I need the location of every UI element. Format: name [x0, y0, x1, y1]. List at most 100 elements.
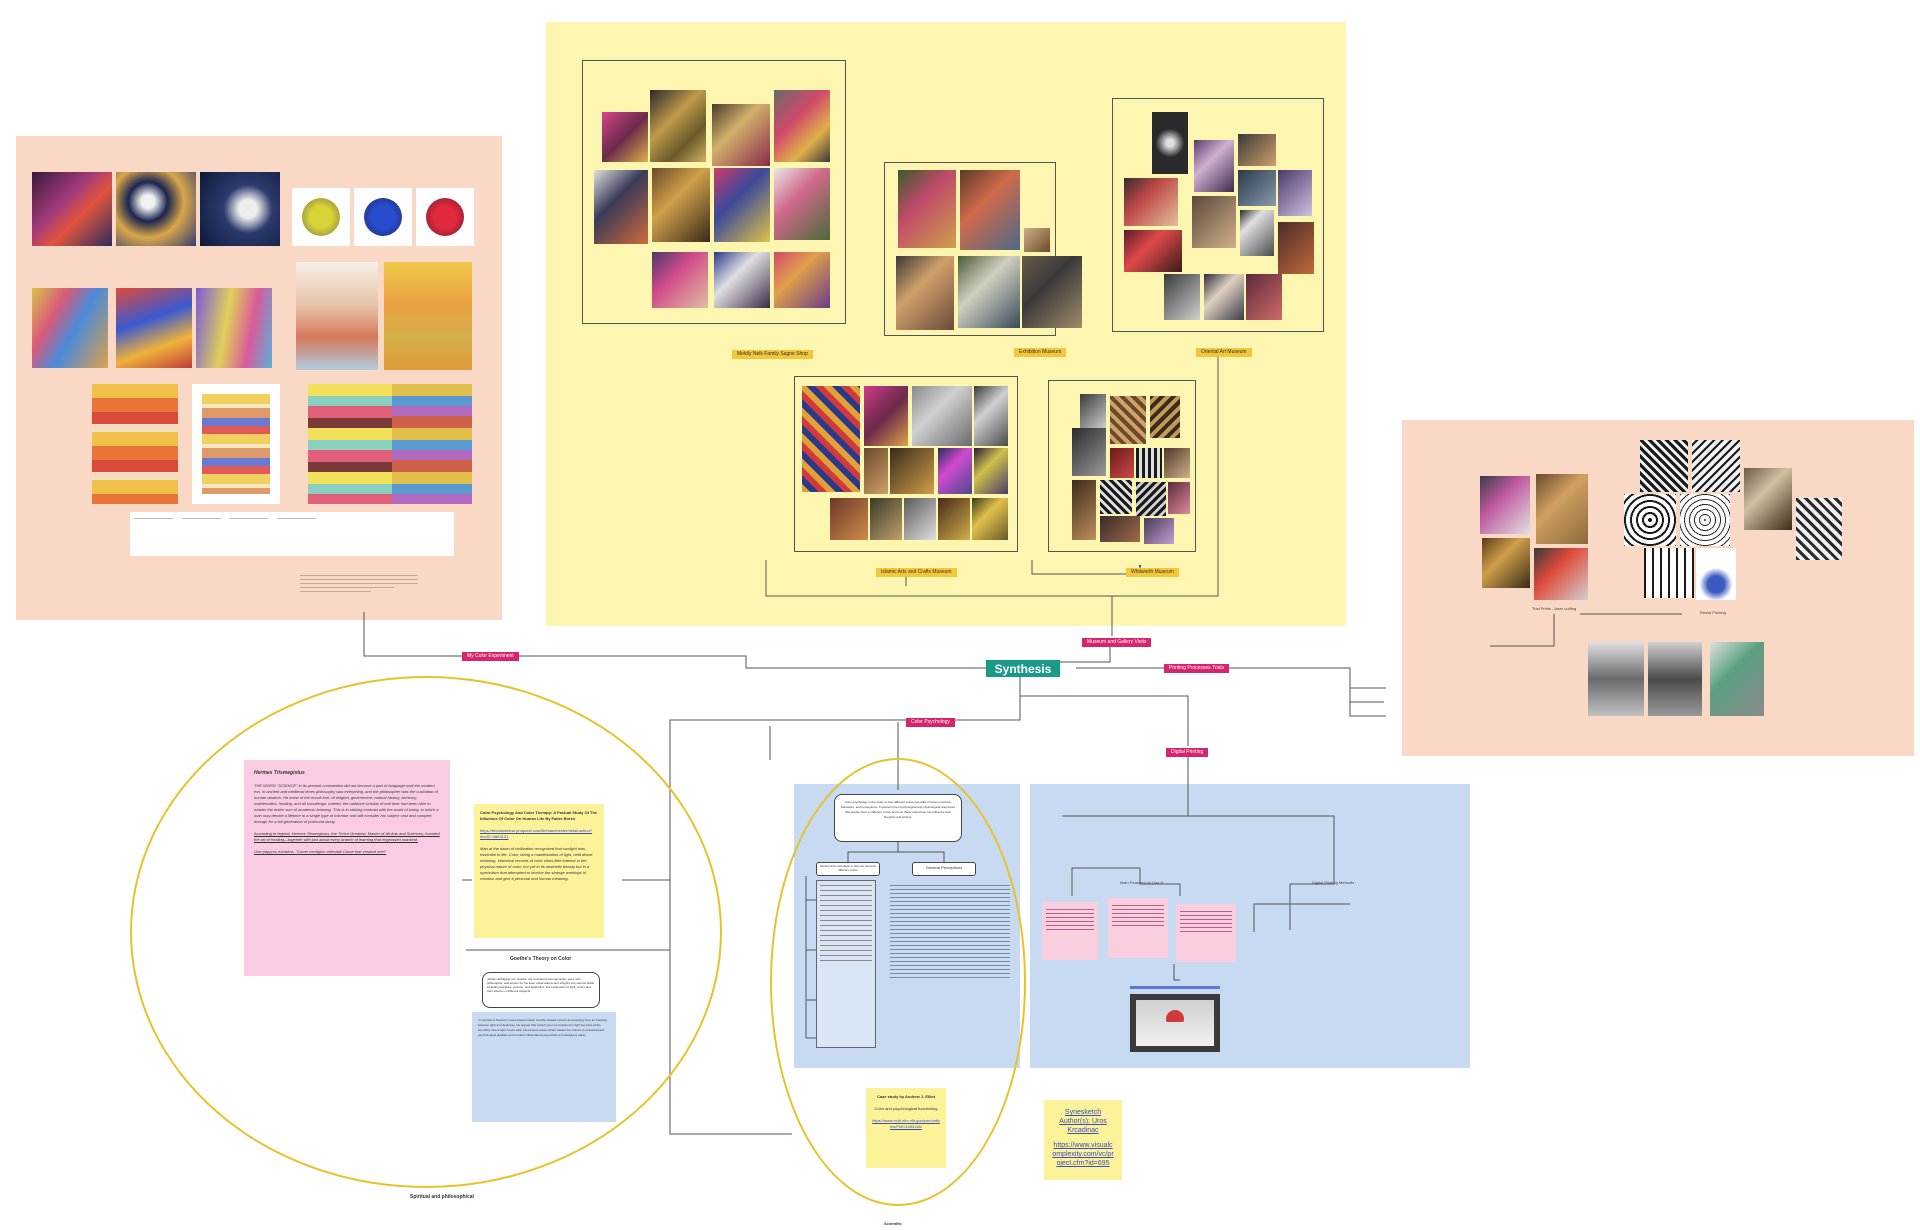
psych-general-text: General Perceptions	[925, 865, 963, 870]
tag-whitworth: Whitworth Museum	[1126, 568, 1179, 577]
museum-photo	[774, 168, 830, 240]
museum-photo	[594, 170, 648, 244]
print-trial-photo	[1648, 642, 1702, 716]
experiment-notes	[300, 572, 418, 608]
psych-general-list	[890, 882, 1010, 1032]
print-trial-photo	[1640, 440, 1688, 492]
tag-color-psychology[interactable]: Color Psychology	[906, 718, 955, 727]
museum-photo	[1192, 196, 1236, 248]
print-trial-photo	[1624, 494, 1676, 546]
synesketch-note: Synesketch Author(s): Uros Krcadinac htt…	[1044, 1100, 1122, 1180]
mushroom-icon	[1166, 1010, 1184, 1022]
tag-printing-processes[interactable]: Printing Processes Trials	[1164, 664, 1230, 673]
experiment-image	[32, 172, 112, 246]
museum-photo	[938, 498, 970, 540]
synesketch-text: Synesketch Author(s): Uros Krcadinac	[1059, 1109, 1107, 1134]
museum-photo	[870, 498, 902, 540]
museum-frame-exhibition	[884, 162, 1056, 336]
museum-photo	[904, 498, 936, 540]
museum-photo	[864, 386, 908, 446]
scientific-label: Scientific	[884, 1221, 902, 1226]
print-trial-photo	[1710, 642, 1764, 716]
museum-photo	[912, 386, 972, 446]
museum-photo	[1278, 170, 1312, 216]
museum-photo	[712, 104, 770, 166]
digital-note-1	[1042, 902, 1098, 960]
case-study-link[interactable]: https://www.ncbi.nlm.nih.gov/pmc/article…	[872, 1118, 940, 1129]
museum-photo	[1152, 112, 1188, 174]
spiritual-label: Spiritual and philosophical	[410, 1194, 474, 1200]
tag-islamic-museum: Islamic Arts and Crafts Museum	[876, 568, 957, 577]
print-trial-photo	[1536, 474, 1588, 544]
faber-note: Color Psychology And Color Therapy: A Fa…	[474, 804, 604, 938]
museum-photo	[896, 256, 954, 330]
museum-photo	[1164, 448, 1190, 478]
tag-exhibition-museum: Exhibition Museum	[1014, 348, 1067, 357]
museum-photo	[1240, 210, 1274, 256]
museum-photo	[1022, 256, 1082, 328]
museum-photo	[890, 448, 934, 494]
goethe-detail: In contrast to Newton's wave-based model…	[478, 1018, 608, 1037]
print-trial-photo	[1696, 548, 1736, 600]
museum-photo	[602, 112, 648, 162]
faber-body: Man at the dawn of civilization recogniz…	[480, 846, 593, 881]
goethe-summary-box: Johann Wolfgang von Goethe, the renowned…	[482, 972, 600, 1008]
museum-photo	[1150, 396, 1180, 438]
tag-digital-printing[interactable]: Digital Printing	[1166, 748, 1209, 757]
museum-photo	[898, 170, 956, 248]
museum-photo	[714, 168, 770, 242]
psych-root-text: Color psychology is the study of how dif…	[841, 800, 955, 819]
experiment-image	[416, 188, 474, 246]
goethe-heading: Goethe's Theory on Color	[510, 956, 572, 962]
digital-note-3	[1176, 904, 1236, 962]
hermes-body: THE WORD "SCIENCE" in its present connot…	[254, 783, 439, 824]
museum-photo	[830, 498, 868, 540]
tag-mold-shop: Moldly Nelk Family Sagne Shop	[732, 350, 813, 359]
synesketch-link[interactable]: https://www.visualcomplexity.com/vc/proj…	[1052, 1142, 1114, 1167]
hermes-legend: According to legend, Hermes Trismegistus…	[254, 831, 440, 842]
tag-museum-gallery[interactable]: Museum and Gallery Visits	[1082, 638, 1152, 647]
print-trial-photo	[1644, 548, 1694, 598]
museum-photo	[1124, 178, 1178, 226]
museum-photo	[652, 252, 708, 308]
synthesis-node[interactable]: Synthesis	[986, 660, 1060, 677]
museum-photo	[652, 168, 710, 242]
experiment-image	[92, 384, 178, 504]
museum-photo	[1110, 396, 1146, 444]
experiment-image	[32, 288, 108, 368]
digital-note-2	[1108, 898, 1168, 958]
museum-frame-whitworth	[1048, 380, 1196, 552]
digital-branch-right: Digital Printing Methods	[1312, 880, 1355, 885]
museum-photo	[958, 256, 1020, 328]
experiment-image	[116, 172, 196, 246]
museum-photo	[972, 498, 1008, 540]
museum-photo	[1246, 274, 1282, 320]
print-trial-photo	[1692, 440, 1740, 492]
psych-factors-text: Factors that contribute to how we percei…	[819, 864, 877, 872]
print-trial-photo	[1534, 548, 1588, 600]
digital-video-thumbnail[interactable]	[1130, 994, 1220, 1052]
museum-photo	[974, 448, 1008, 494]
case-study-title: Case study by Andrew J. Elliot	[876, 1094, 936, 1099]
museum-photo	[1278, 222, 1314, 274]
museum-photo	[1110, 448, 1134, 478]
hermes-note: Hermes Trismegistus THE WORD "SCIENCE" i…	[244, 760, 450, 976]
experiment-image	[354, 188, 412, 246]
museum-photo	[1168, 482, 1190, 514]
museum-photo	[1136, 482, 1166, 516]
print-trial-photo	[1744, 468, 1792, 530]
digital-blue-panel	[1030, 784, 1470, 1068]
tag-oriental-museum: Oriental Art Museum	[1196, 348, 1252, 357]
print-trial-photo	[1680, 494, 1730, 546]
print-label-first: Trial Prints - laser cutting	[1532, 606, 1577, 611]
museum-frame-oriental	[1112, 98, 1324, 332]
faber-link[interactable]: https://ebookcentral.proquest.com/lib/ma…	[480, 828, 593, 839]
print-trial-photo	[1588, 642, 1644, 716]
museum-photo	[714, 252, 770, 308]
experiment-image	[116, 288, 192, 368]
experiment-image	[308, 384, 392, 504]
print-trial-photo	[1796, 498, 1842, 560]
psych-factor-list	[816, 880, 876, 1048]
goethe-detail-box: In contrast to Newton's wave-based model…	[472, 1012, 616, 1122]
tag-my-color-experiment[interactable]: My Color Experiment	[462, 652, 519, 661]
